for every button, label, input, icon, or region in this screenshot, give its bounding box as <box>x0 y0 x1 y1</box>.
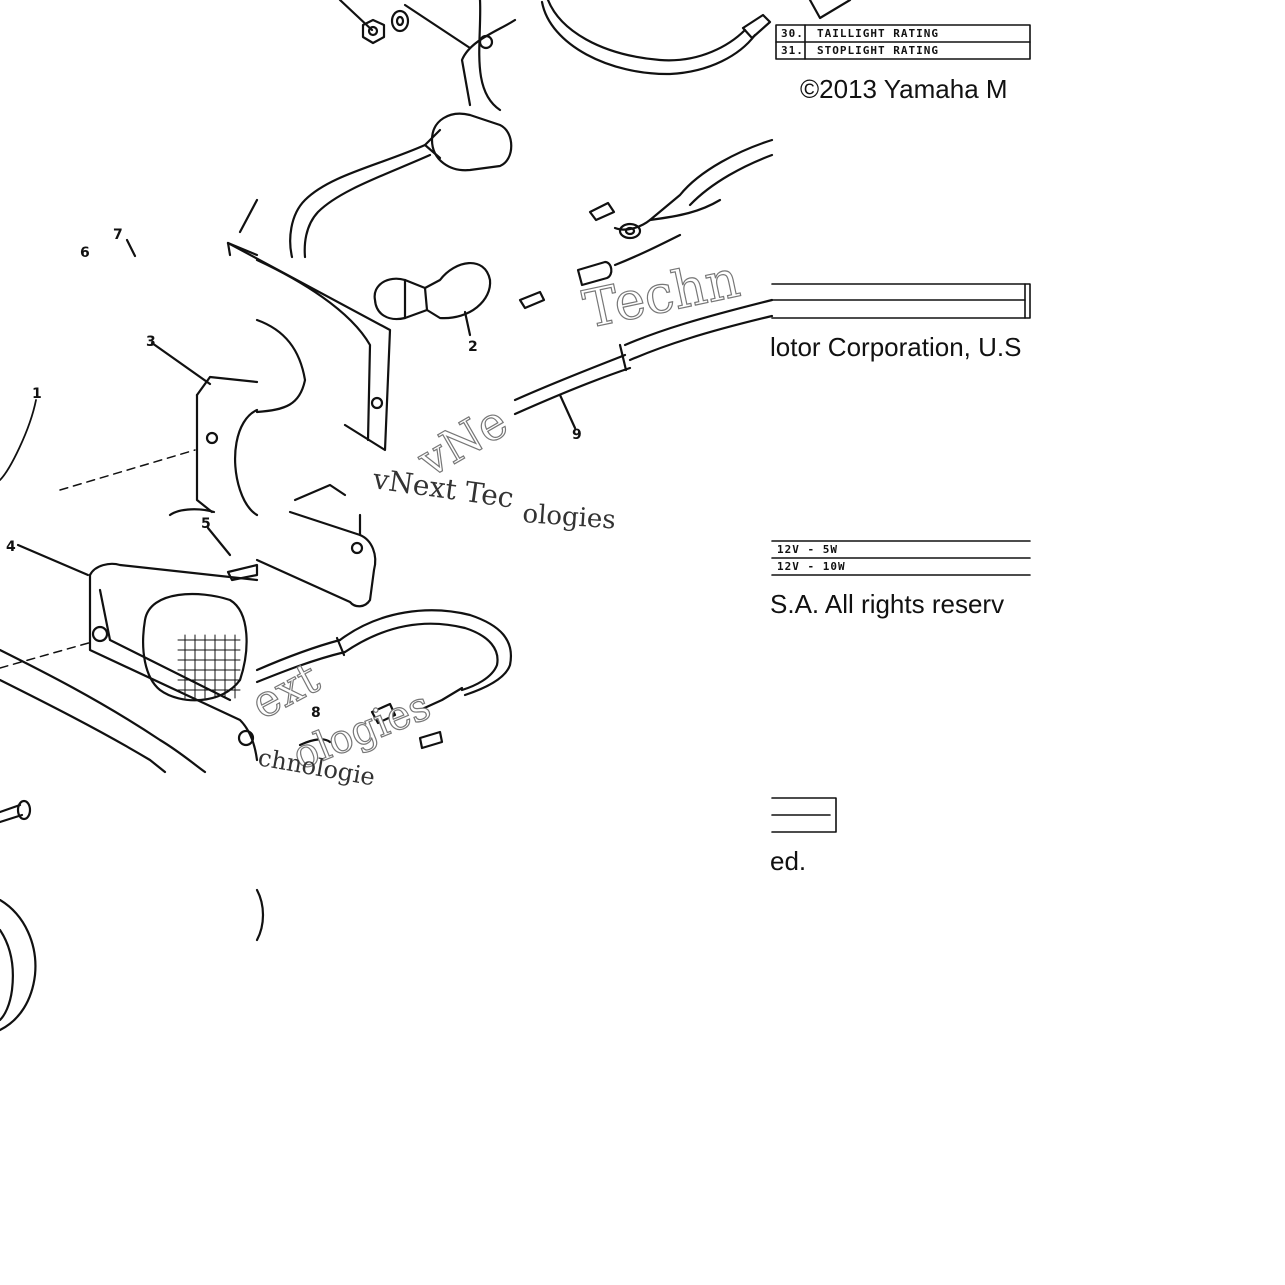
copyright-line-2: lotor Corporation, U.S <box>770 332 1022 362</box>
wire-harness-upper <box>540 0 852 76</box>
lens-gasket <box>195 375 259 517</box>
bulb-socket <box>289 112 513 259</box>
spec-row-30-label: TAILLIGHT RATING <box>817 27 939 40</box>
callout-5: 5 <box>201 516 211 532</box>
callout-7: 7 <box>113 227 123 243</box>
spec-row-31-value: 12V - 10W <box>777 560 846 573</box>
callout-4: 4 <box>6 539 16 555</box>
callout-3: 3 <box>146 334 156 350</box>
wire-harness-middle <box>513 233 774 430</box>
spec-row-31-number: 31. <box>781 44 804 57</box>
mounting-screw <box>0 799 32 824</box>
leader-lines-lower-left <box>0 508 232 669</box>
lens-lower-outline <box>0 888 265 1032</box>
callout-1: 1 <box>32 386 42 402</box>
wire-connector-set <box>588 138 774 240</box>
copyright-line-3: S.A. All rights reserv <box>770 589 1005 619</box>
lock-washer <box>390 9 410 33</box>
lens-reflector-grid <box>177 634 241 699</box>
taillight-mount-arm <box>338 0 517 112</box>
callout-2: 2 <box>468 339 478 355</box>
spec-row-31-label: STOPLIGHT RATING <box>817 44 939 57</box>
callout-8: 8 <box>311 705 321 721</box>
spec-row-30-number: 30. <box>781 27 804 40</box>
pin <box>226 563 259 582</box>
spec-table <box>771 24 1031 833</box>
taillight-lens <box>0 562 259 774</box>
lens-housing-upper <box>226 198 259 257</box>
copyright-line-1: ©2013 Yamaha M <box>800 74 1008 104</box>
bracket-lower <box>255 483 377 608</box>
wire-harness-lower <box>255 609 513 750</box>
hex-nut <box>361 18 386 45</box>
copyright-line-4: ed. <box>770 846 807 876</box>
taillight-housing <box>226 241 392 452</box>
spec-row-30-value: 12V - 5W <box>777 543 838 556</box>
callout-6: 6 <box>80 245 90 261</box>
taillight-bulb <box>373 262 492 337</box>
watermark-fragment-4: ologies <box>522 499 617 535</box>
leader-lines-left-middle <box>0 238 212 491</box>
callout-9: 9 <box>572 427 582 443</box>
